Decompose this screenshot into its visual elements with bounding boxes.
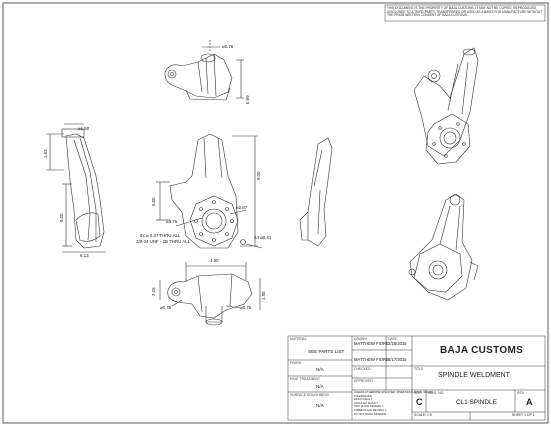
proprietary-notice: THIS DOCUMENT IS THE PROPERTY OF BAJA CU… [387, 6, 543, 18]
dim-top-side: 0.89 [245, 95, 250, 104]
dim-left-bottom: 6.13 [80, 253, 89, 258]
dim-bottom-left: 2.25 [151, 287, 156, 296]
dim-top-dia: ⌀0.76 [222, 44, 234, 49]
dim-left-mid: 5.00 [59, 213, 64, 222]
front-view [156, 133, 263, 249]
hole-note-1: 8x ⌀ 0.37 THRU ALL [140, 233, 181, 238]
sheet-label: SHEET 1 OF 1 [512, 413, 535, 417]
scale-label: SCALE: 1:5 [414, 413, 432, 417]
date-label: DATE [388, 337, 397, 341]
tol-note-4: ANGULAR: MACH ± [354, 401, 378, 405]
tol-note-1: UNLESS OTHERWISE SPECIFIED: DIMENSIONS A… [354, 391, 433, 394]
finish-label: FINISH [290, 361, 302, 365]
rev-label: REV [517, 391, 524, 395]
checked-name: MATTHEW FIORE [354, 357, 389, 362]
left-side-view [46, 123, 106, 253]
top-view [164, 40, 244, 101]
dim-front-angle: 24 ⌀0.41 [254, 235, 272, 240]
checked-label: CHECKED [354, 367, 371, 371]
tol-note-5: TWO PLACE DECIMAL ± [354, 405, 384, 408]
drawn-date: 2/26/2015 [388, 341, 407, 346]
material-label: MATERIAL [290, 337, 307, 341]
size-label: SIZE [414, 391, 422, 395]
drawn-name: MATTHEW FIORE [354, 341, 389, 346]
dim-front-total: 9.00 [256, 171, 261, 180]
surface-label: SURFACE ROUGHNESS [290, 393, 329, 397]
heat-value: N/A [316, 384, 324, 389]
tol-note-3: FRACTIONAL ± [354, 398, 373, 401]
material-value: SEE PARTS LIST [308, 349, 345, 354]
dim-bottom-width: 4.90 [210, 258, 219, 263]
approved-label: APPROVED [354, 379, 373, 383]
iso-view-lower [408, 193, 479, 301]
title-label: TITLE [414, 367, 424, 371]
title-block-lines [287, 335, 546, 421]
iso-view-upper [413, 47, 479, 165]
dwg-label: DWG. NO. [428, 391, 445, 395]
dim-front-dia1: ⌀3.75 [166, 219, 178, 224]
bottom-view [159, 262, 261, 326]
right-side-view [299, 137, 333, 247]
company-name: BAJA CUSTOMS [440, 345, 524, 356]
dim-front-height: 5.00 [151, 197, 156, 206]
size-value: C [416, 397, 423, 407]
dim-bottom-dia1: ⌀0.75 [160, 305, 172, 310]
notice-box [384, 4, 546, 22]
dim-bottom-dia2: ⌀0.76 [240, 305, 252, 310]
tol-note-6: THREE PLACE DECIMAL ± [354, 408, 387, 412]
dim-left-dia: ⌀1.50 [78, 126, 90, 131]
dim-left-top: 1.63 [43, 149, 48, 158]
drawing-title: SPINDLE WELDMENT [438, 372, 510, 379]
dwg-value: CL1 SPINDLE [456, 399, 497, 406]
surface-value: N/A [316, 403, 324, 408]
dim-bottom-right: 1.95 [261, 291, 266, 300]
tol-note-2: TOLERANCES: [354, 394, 373, 398]
rev-value: A [526, 397, 533, 407]
heat-label: HEAT TREATMENT [290, 377, 321, 381]
checked-date: 6/17/2015 [388, 357, 407, 362]
dim-front-dia2: ⌀2.87 [236, 205, 248, 210]
tol-note-7: DO NOT SCALE DRAWING [354, 413, 387, 416]
hole-note-2: 3/8-24 UNF - 2B THRU ALL [136, 239, 191, 244]
drawn-label: DRAWN [354, 337, 367, 341]
finish-value: N/A [316, 367, 324, 372]
